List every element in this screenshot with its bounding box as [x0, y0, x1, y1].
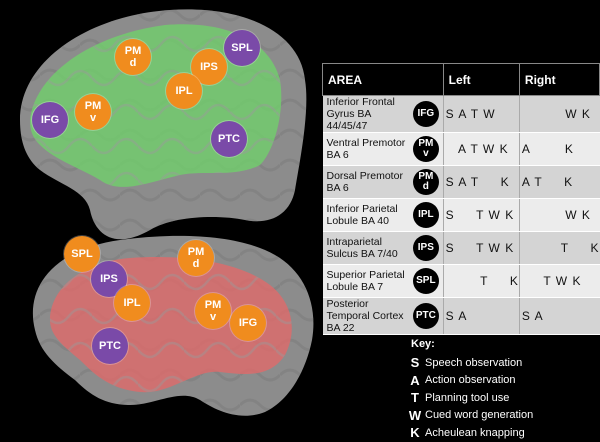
right-codes: S A	[518, 297, 600, 335]
right-codes: T K	[518, 231, 600, 265]
key-letter: A	[410, 372, 420, 388]
area-badge: SPL	[412, 268, 439, 294]
key-letter: W	[408, 407, 422, 423]
table-row: Superior Parietal Lobule BA 7 SPL T K T …	[322, 264, 600, 298]
header-right: Right	[518, 63, 600, 96]
key-item: S Speech observation	[405, 354, 533, 372]
key-letter: K	[410, 425, 420, 441]
key-title: Key:	[411, 338, 435, 350]
right-codes: W K	[518, 95, 600, 133]
left-codes: S T W K	[442, 231, 520, 265]
area-name: Intraparietal Sulcus BA 7/40	[322, 231, 410, 265]
header-area: AREA	[322, 63, 444, 96]
key-item: K Acheulean knapping	[405, 424, 533, 442]
left-codes: A T W K	[442, 132, 520, 166]
table-header-row: AREA Left Right	[322, 63, 600, 96]
key-letter: T	[411, 390, 419, 406]
area-name: Posterior Temporal Cortex BA 22	[322, 297, 410, 335]
bottom-roi-ifg: IFG	[230, 305, 266, 341]
key-letter: S	[410, 355, 420, 371]
top-roi-ptc: PTC	[211, 121, 247, 157]
left-codes: S A	[442, 297, 520, 335]
bottom-roi-ipl: IPL	[114, 285, 150, 321]
table-row: Posterior Temporal Cortex BA 22 PTC S A …	[322, 297, 600, 335]
area-badge: PTC	[412, 303, 439, 329]
bottom-roi-spl: SPL	[64, 236, 100, 272]
area-name: Ventral Premotor BA 6	[322, 132, 410, 166]
key-item: A Action observation	[405, 372, 533, 390]
top-roi-ifg: IFG	[32, 102, 68, 138]
table-row: Intraparietal Sulcus BA 7/40 IPS S T W K…	[322, 231, 600, 265]
left-codes: T K	[442, 264, 520, 298]
right-codes: A T K	[518, 165, 600, 199]
table-row: Inferior Frontal Gyrus BA 44/45/47 IFG S…	[322, 95, 600, 133]
top-roi-ipl: IPL	[166, 73, 202, 109]
left-codes: S A T K	[442, 165, 520, 199]
right-codes: T W K	[518, 264, 600, 298]
left-codes: S A T W	[442, 95, 520, 133]
area-badge: IFG	[412, 101, 439, 127]
right-codes: A K	[518, 132, 600, 166]
key-item: T Planning tool use	[405, 389, 533, 407]
area-name: Superior Parietal Lobule BA 7	[322, 264, 410, 298]
top-brain	[20, 9, 307, 240]
key-label: Acheulean knapping	[425, 426, 525, 439]
top-roi-ips: IPS	[191, 49, 227, 85]
key-legend: Key: S Speech observation A Action obser…	[405, 338, 533, 442]
key-label: Speech observation	[425, 356, 523, 369]
area-badge: IPS	[412, 235, 439, 261]
top-roi-spl: SPL	[224, 30, 260, 66]
bottom-roi-ptc: PTC	[92, 328, 128, 364]
key-label: Cued word generation	[425, 409, 534, 422]
left-codes: S T W K	[442, 198, 520, 232]
table-row: Inferior Parietal Lobule BA 40 IPL S T W…	[322, 198, 600, 232]
key-label: Action observation	[425, 374, 516, 387]
area-table: AREA Left Right Inferior Frontal Gyrus B…	[322, 63, 600, 335]
area-badge: IPL	[412, 202, 439, 228]
area-name: Inferior Frontal Gyrus BA 44/45/47	[322, 95, 410, 133]
key-label: Planning tool use	[425, 391, 510, 404]
area-name: Dorsal Premotor BA 6	[322, 165, 410, 199]
right-codes: W K	[518, 198, 600, 232]
area-name: Inferior Parietal Lobule BA 40	[322, 198, 410, 232]
key-item: W Cued word generation	[405, 407, 533, 425]
header-left: Left	[442, 63, 520, 96]
